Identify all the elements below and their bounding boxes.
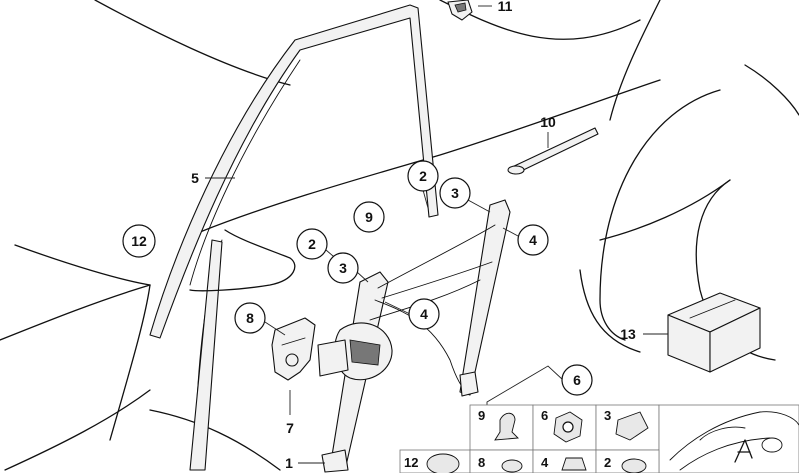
label-7: 7 [286, 420, 294, 436]
svg-text:4: 4 [420, 306, 428, 322]
grid-label-4: 4 [541, 455, 549, 470]
cap-fastener-icon [426, 453, 460, 473]
svg-text:9: 9 [365, 209, 373, 225]
callout-4-lower: 4 [408, 298, 440, 330]
window-motor [271, 317, 316, 381]
svg-text:2: 2 [308, 236, 316, 252]
svg-text:12: 12 [131, 233, 147, 249]
callout-2-upper: 2 [407, 160, 439, 192]
label-5: 5 [191, 170, 199, 186]
callout-3-lower: 3 [327, 252, 359, 284]
label-1: 1 [285, 455, 293, 471]
label-11: 11 [498, 0, 513, 14]
window-regulator [317, 199, 511, 473]
label-13: 13 [620, 326, 636, 342]
label-10: 10 [540, 114, 556, 130]
grid-label-12: 12 [404, 455, 418, 470]
clip-part-11 [447, 0, 473, 21]
grommet-icon [501, 459, 523, 473]
callout-9: 9 [353, 201, 385, 233]
callout-6: 6 [561, 364, 593, 396]
grid-label-6: 6 [541, 408, 548, 423]
svg-text:6: 6 [573, 372, 581, 388]
svg-text:2: 2 [419, 168, 427, 184]
svg-text:8: 8 [246, 310, 254, 326]
svg-text:3: 3 [451, 185, 459, 201]
grid-label-3: 3 [604, 408, 611, 423]
screw-head-icon [621, 458, 647, 473]
grid-label-2: 2 [604, 455, 611, 470]
clip-nut-icon [561, 457, 587, 471]
car-thumbnail-icon [669, 411, 799, 471]
window-frame-seal [149, 4, 439, 471]
box-part-13 [667, 292, 761, 373]
callout-12: 12 [122, 224, 156, 258]
leader-lines [205, 5, 668, 464]
grid-label-8: 8 [478, 455, 485, 470]
grid-label-9: 9 [478, 408, 485, 423]
callout-3-upper: 3 [439, 177, 471, 209]
clip-fastener-icon [494, 412, 520, 441]
svg-text:3: 3 [339, 260, 347, 276]
callout-4-upper: 4 [517, 224, 549, 256]
bracket-fastener-icon [615, 411, 649, 441]
svg-text:4: 4 [529, 232, 537, 248]
fastener-grid: 9 6 3 12 8 4 2 [399, 404, 799, 473]
mirror-base [189, 229, 296, 292]
callout-8: 8 [234, 302, 266, 334]
callout-2-lower: 2 [296, 228, 328, 260]
seal-strip-part-10 [507, 127, 599, 175]
